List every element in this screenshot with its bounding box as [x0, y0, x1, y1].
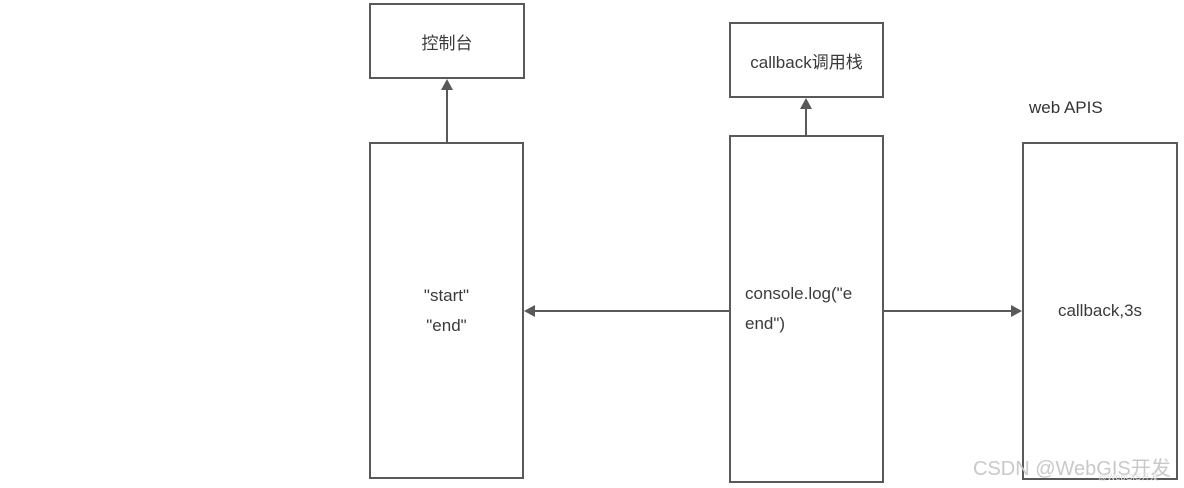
csdn-watermark-sub: @WebGIS开发 [1098, 472, 1159, 482]
web-api-task-label: callback,3s [1057, 301, 1143, 320]
code-line-1: console.log("e [745, 284, 853, 303]
call-stack-frame-box: console.log("e end") [729, 135, 884, 483]
callback-stack-box: callback调用栈 [729, 22, 884, 98]
arrow-left-frame-to-output-icon [524, 305, 535, 317]
code-line-2: end") [745, 314, 786, 333]
callback-stack-label: callback调用栈 [750, 52, 863, 72]
arrow-left-frame-to-output-shaft [535, 310, 729, 312]
web-apis-label: web APIS [1029, 98, 1103, 117]
arrow-up-output-to-console-icon [441, 79, 453, 90]
call-stack-code-lines: console.log("e end") [731, 279, 852, 339]
console-box-label: 控制台 [421, 33, 473, 53]
csdn-watermark: CSDN @WebGIS开发 [973, 458, 1171, 480]
arrow-right-frame-to-webapi-icon [1011, 305, 1022, 317]
output-line-end: "end" [426, 315, 467, 335]
web-api-box: callback,3s [1022, 142, 1178, 480]
console-output-box: "start" "end" [369, 142, 524, 479]
arrow-right-frame-to-webapi-shaft [884, 310, 1011, 312]
console-box: 控制台 [369, 3, 525, 79]
output-line-start: "start" [423, 285, 470, 305]
arrow-up-output-to-console-shaft [446, 90, 448, 142]
arrow-up-frame-to-stack-shaft [805, 109, 807, 135]
console-output-lines: "start" "end" [424, 281, 469, 341]
arrow-up-frame-to-stack-icon [800, 98, 812, 109]
